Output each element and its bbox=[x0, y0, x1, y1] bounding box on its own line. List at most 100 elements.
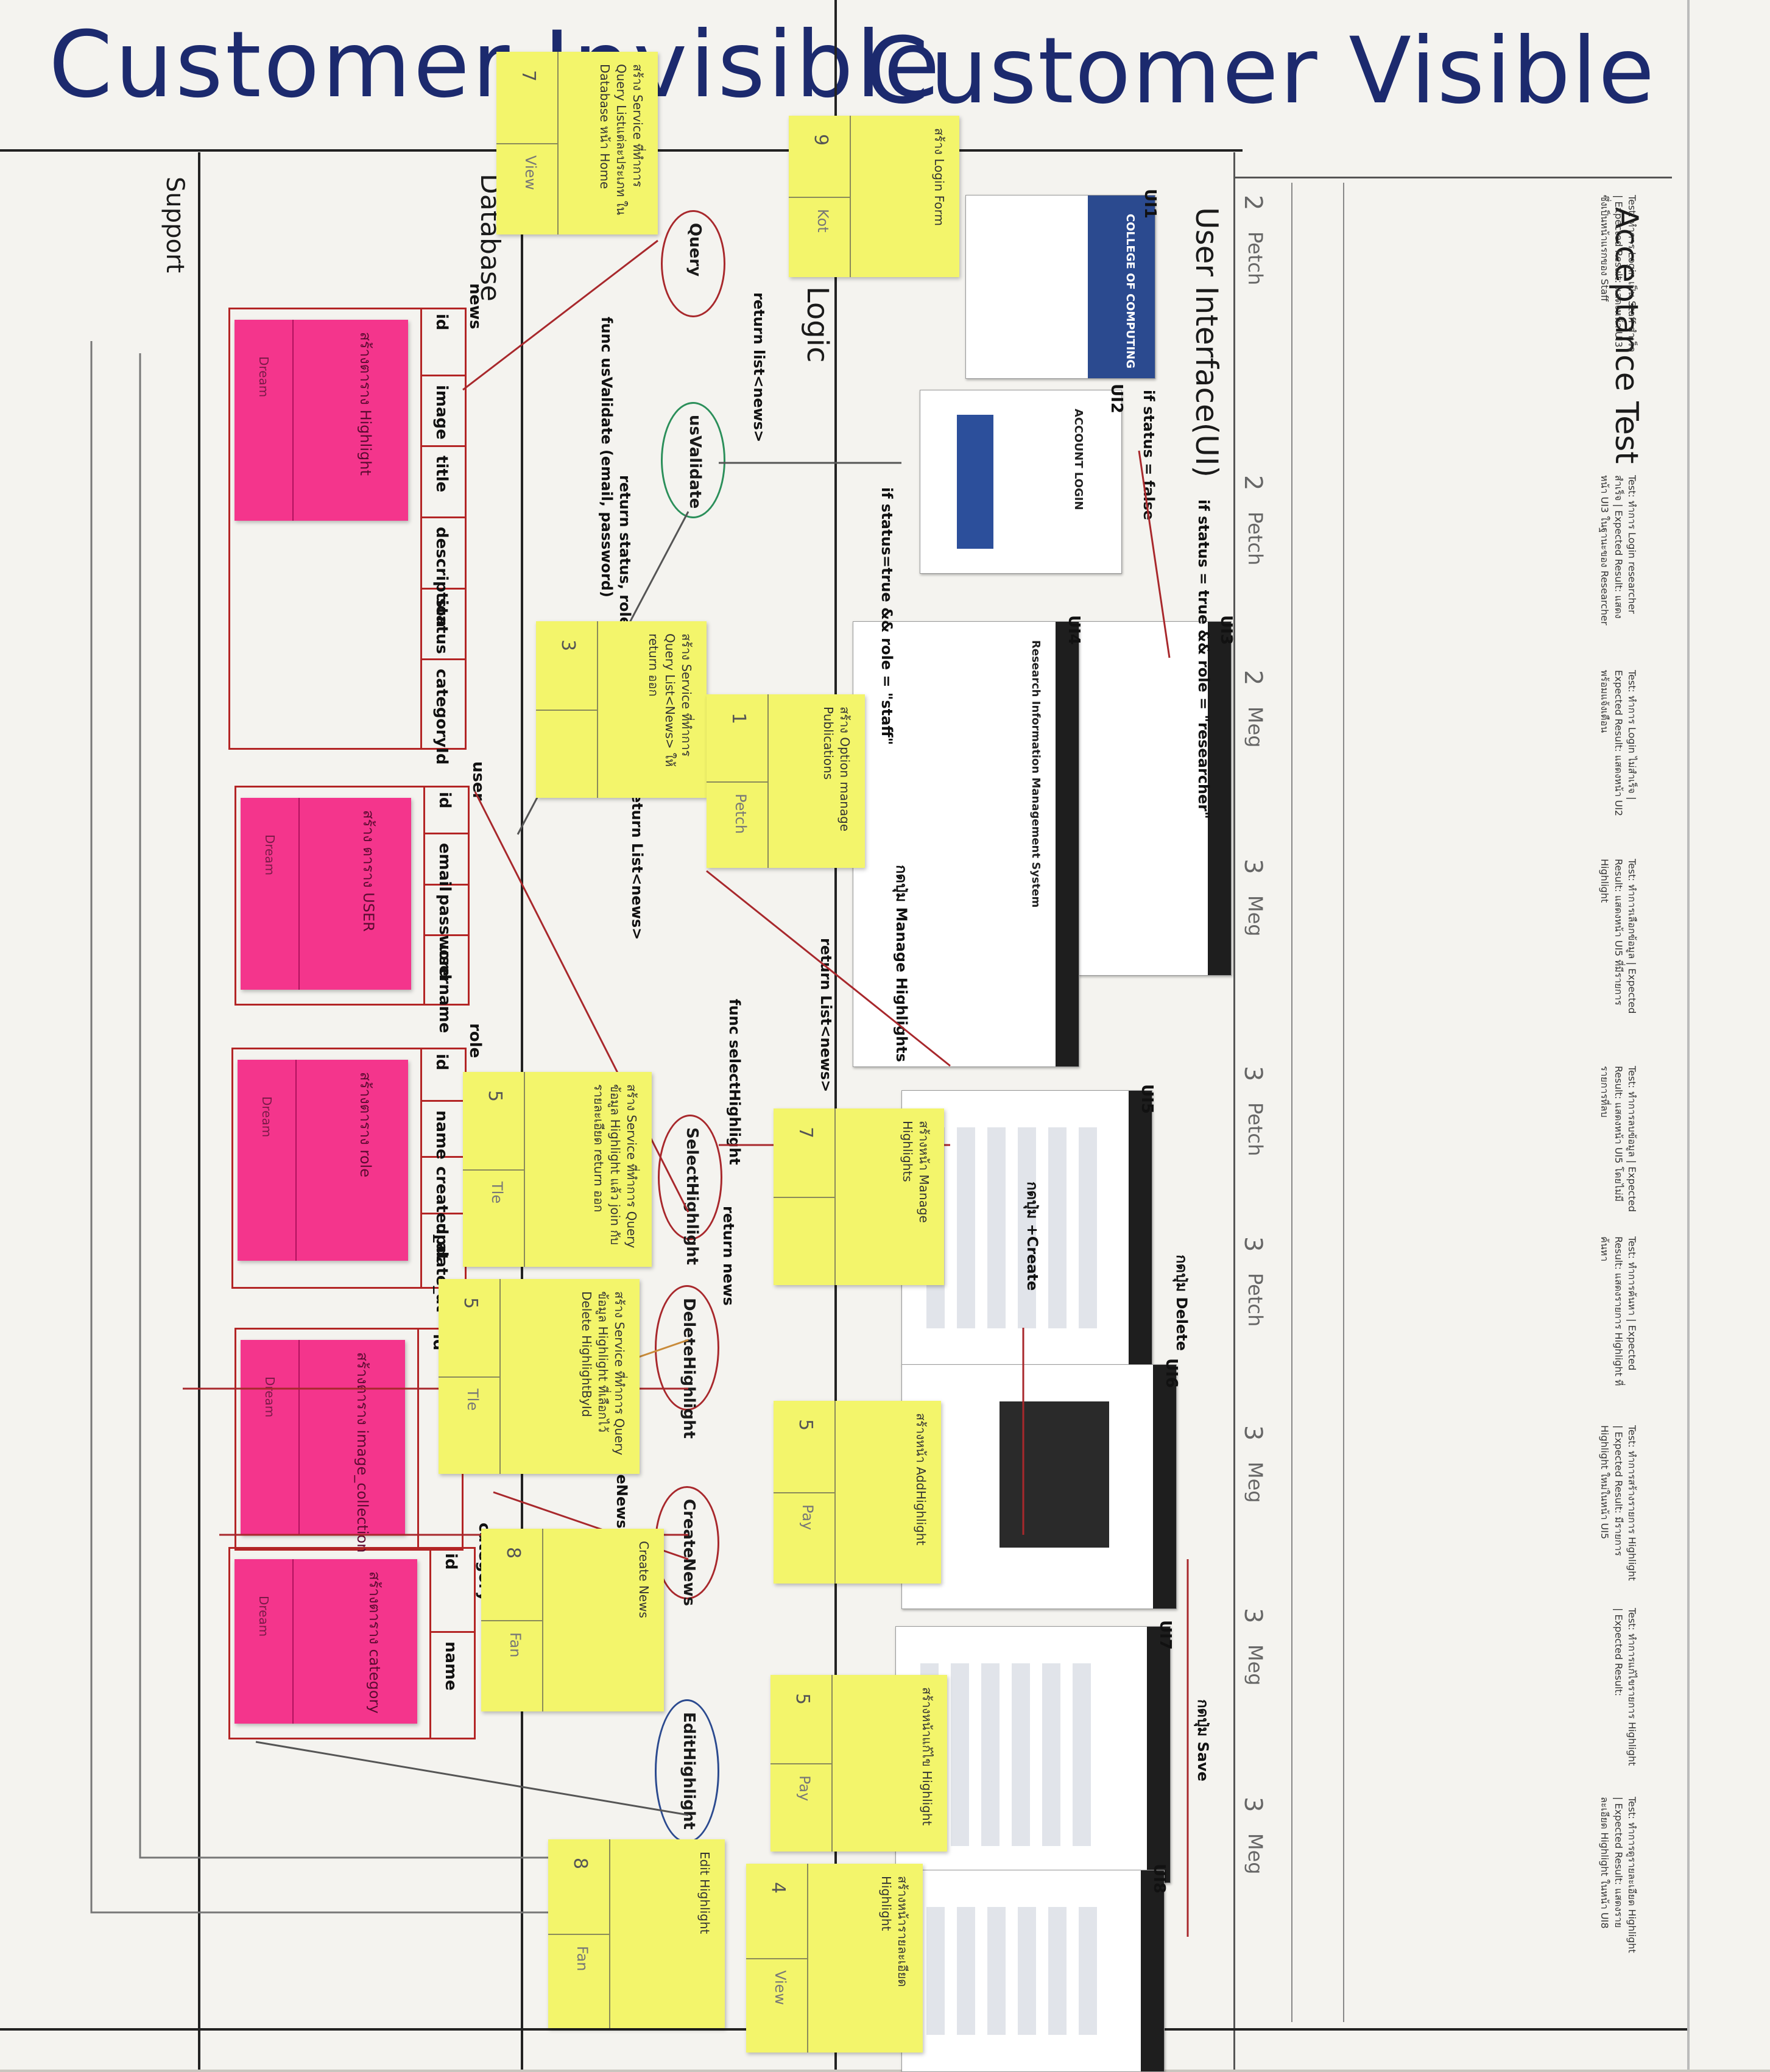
logic-node-label: CreateNews bbox=[680, 1499, 698, 1607]
sticky-points: 5 bbox=[484, 1090, 506, 1102]
logic-node-selecthighlight: SelectHighlight bbox=[658, 1115, 722, 1265]
acceptance-points: 3 bbox=[1239, 1608, 1267, 1624]
sticky-grid bbox=[774, 1108, 836, 1285]
acceptance-owner: Petch bbox=[1244, 1102, 1267, 1157]
db-field: name bbox=[432, 1110, 451, 1160]
ui-screen-ui2: ACCOUNT LOGIN bbox=[920, 390, 1122, 574]
sticky-owner: Fan bbox=[574, 1946, 591, 1972]
logic-label: func usValidate (email, password) bbox=[598, 317, 615, 597]
ui-flow-label: if status=true && role = "staff" bbox=[878, 487, 895, 745]
logic-node-query: Query bbox=[661, 210, 725, 317]
sticky-text: Create News bbox=[636, 1541, 651, 1618]
screen-navbar bbox=[1141, 1870, 1164, 2071]
sticky-grid bbox=[746, 1958, 807, 1959]
screen-row bbox=[1018, 1907, 1036, 2035]
support-heading: Support bbox=[161, 177, 189, 273]
screen-row bbox=[951, 1663, 969, 1846]
screen-row bbox=[957, 1127, 975, 1328]
sticky-grid bbox=[439, 1279, 501, 1474]
logic-node-deletehighlight: DeleteHighlight bbox=[655, 1285, 719, 1439]
sticky-grid bbox=[234, 320, 294, 521]
screen-row bbox=[1073, 1663, 1091, 1846]
acceptance-owner: Petch bbox=[1244, 512, 1267, 566]
acceptance-owner: Meg bbox=[1244, 1644, 1267, 1686]
acceptance-points: 3 bbox=[1239, 1425, 1267, 1441]
sticky-owner: Pay bbox=[796, 1775, 813, 1802]
screen-row bbox=[987, 1907, 1006, 2035]
ui-flow-label: if status = false bbox=[1140, 390, 1157, 521]
db-sticky-text: สร้าง ตาราง USER bbox=[360, 810, 377, 932]
sticky-owner: Kot bbox=[814, 208, 831, 233]
sticky-text: สร้างหน้าแก้ไข Highlight bbox=[920, 1687, 934, 1826]
db-sticky-owner: Dream bbox=[259, 1096, 274, 1138]
sticky-grid bbox=[241, 1340, 300, 1535]
sticky-owner: View bbox=[522, 155, 539, 190]
sticky-text: สร้าง Service ที่ทำการ Query ข้อมูล High… bbox=[591, 1084, 639, 1249]
acceptance-grid-1 bbox=[1291, 183, 1292, 2022]
logic-label: return list<news> bbox=[750, 292, 767, 443]
right-frame bbox=[1687, 0, 1690, 2070]
db-field-divider bbox=[425, 832, 468, 834]
sticky-grid bbox=[789, 116, 851, 277]
sticky-points: 5 bbox=[795, 1419, 816, 1431]
ui-screen-ui1: COLLEGE OF COMPUTING bbox=[965, 195, 1155, 379]
sticky-grid bbox=[463, 1169, 524, 1171]
ui-screen-label: UI1 bbox=[1141, 189, 1159, 219]
screen-row bbox=[1042, 1663, 1060, 1846]
sticky-points: 7 bbox=[795, 1127, 816, 1139]
acceptance-test-text: Test: ทำการลบข้อมูล | Expected Result: แ… bbox=[1599, 1066, 1638, 1212]
sticky-grid bbox=[536, 621, 598, 798]
db-field: id bbox=[432, 314, 451, 331]
db-field: categoryId bbox=[432, 669, 451, 765]
acceptance-points: 3 bbox=[1239, 1797, 1267, 1813]
ui-flow-label: กดปุ่ม Save bbox=[1194, 1699, 1211, 1781]
sticky-owner: Tle bbox=[464, 1389, 481, 1411]
sticky-grid bbox=[234, 1559, 294, 1724]
ui-divider bbox=[1233, 152, 1235, 2070]
db-field: id bbox=[435, 792, 454, 809]
sticky-grid bbox=[496, 52, 559, 234]
acceptance-test-text: Test: ทำการสร้างรายการ Highlight | Expec… bbox=[1599, 1425, 1638, 1581]
sticky-grid bbox=[238, 1060, 297, 1261]
acceptance-owner: Meg bbox=[1244, 1462, 1267, 1503]
ui-screen-label: UI8 bbox=[1150, 1864, 1168, 1894]
db-table-name: news bbox=[466, 283, 484, 329]
acceptance-test-text: Test: ทำการแก้ไขรายการ Highlight | Expec… bbox=[1612, 1608, 1638, 1766]
db-sticky-text: สร้างตาราง role bbox=[357, 1072, 374, 1177]
ui-screen-label: UI4 bbox=[1065, 615, 1083, 645]
acceptance-points: 3 bbox=[1239, 859, 1267, 875]
logic-node-createnews: CreateNews bbox=[655, 1486, 719, 1606]
logic-label: return List<news> bbox=[629, 786, 646, 940]
ui-screen-ui6 bbox=[901, 1364, 1177, 1609]
screen-banner bbox=[1088, 196, 1155, 378]
db-field: name bbox=[442, 1641, 460, 1691]
ui-flow-label: if status = true && role = "researcher" bbox=[1195, 499, 1212, 819]
acceptance-test-text: Test: ทำการดูรายละเอียด Highlight | Expe… bbox=[1599, 1797, 1638, 1953]
acceptance-owner: Meg bbox=[1244, 895, 1267, 937]
ui-flow-label: กดปุ่ม Delete bbox=[1173, 1255, 1190, 1351]
visible-title: Customer Visible bbox=[865, 18, 1656, 124]
acceptance-points: 2 bbox=[1239, 195, 1267, 211]
acceptance-test-text: Test: ทำการ Login ไม่สำเร็จ | Expected R… bbox=[1599, 670, 1638, 817]
sticky-points: 8 bbox=[569, 1858, 591, 1870]
ui-screen-ui8 bbox=[901, 1870, 1165, 2072]
sticky-grid bbox=[536, 710, 597, 711]
db-field: image bbox=[432, 384, 451, 440]
db-sticky-owner: Dream bbox=[256, 1596, 271, 1637]
sticky-grid bbox=[496, 143, 557, 144]
sticky-text: สร้าง Service ที่ทำการ Query ข้อมูล High… bbox=[579, 1291, 627, 1456]
logic-label: func selectHighlight bbox=[726, 999, 743, 1165]
screen-row bbox=[1018, 1127, 1036, 1328]
sticky-points: 7 bbox=[518, 70, 539, 82]
db-field-divider bbox=[422, 445, 465, 448]
sticky-grid bbox=[481, 1529, 543, 1711]
sticky-grid bbox=[548, 1839, 610, 2028]
sticky-grid bbox=[770, 1675, 833, 1852]
acceptance-test-text: Test: ทำการค้นหา | Expected Result: แสดง… bbox=[1599, 1236, 1638, 1386]
